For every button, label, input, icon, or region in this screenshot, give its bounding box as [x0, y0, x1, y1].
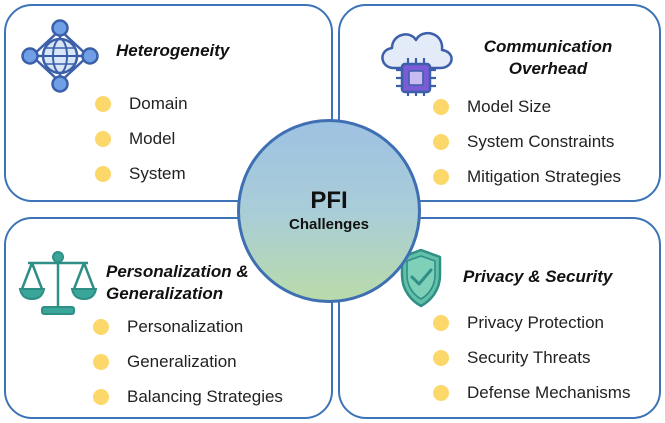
- center-subtitle: Challenges: [288, 216, 370, 233]
- bullet-dot: [93, 318, 109, 335]
- list-item: Domain: [95, 86, 188, 121]
- bullet-dot: [95, 95, 111, 112]
- list-item: Security Threats: [433, 340, 630, 375]
- personalization-panel: Personalization & Generalization Persona…: [4, 217, 333, 419]
- bullet-dot: [95, 130, 111, 147]
- shield-check-icon: [398, 247, 444, 314]
- bullet-dot: [93, 353, 109, 370]
- bullet-dot: [433, 314, 449, 331]
- balance-scale-icon: [18, 249, 98, 322]
- bullet-dot: [433, 168, 449, 185]
- personalization-title: Personalization & Generalization: [106, 262, 249, 303]
- communication-list: Model Size System Constraints Mitigation…: [433, 89, 621, 194]
- center-circle: PFI Challenges: [237, 119, 421, 303]
- list-item: System: [95, 156, 188, 191]
- privacy-list: Privacy Protection Security Threats Defe…: [433, 305, 630, 410]
- list-item: Generalization: [93, 344, 283, 379]
- bullet-dot: [93, 388, 109, 405]
- list-item: Defense Mechanisms: [433, 375, 630, 410]
- personalization-list: Personalization Generalization Balancing…: [93, 309, 283, 414]
- cloud-chip-icon: [374, 22, 458, 103]
- heterogeneity-list: Domain Model System: [95, 86, 188, 191]
- bullet-dot: [95, 165, 111, 182]
- list-item: Model: [95, 121, 188, 156]
- list-item: Model Size: [433, 89, 621, 124]
- network-globe-icon: [20, 18, 100, 99]
- privacy-title: Privacy & Security: [463, 267, 613, 286]
- bullet-dot: [433, 98, 449, 115]
- heterogeneity-panel: Heterogeneity Domain Model System: [4, 4, 333, 202]
- list-item: Mitigation Strategies: [433, 159, 621, 194]
- bullet-dot: [433, 384, 449, 401]
- list-item: Personalization: [93, 309, 283, 344]
- bullet-dot: [433, 349, 449, 366]
- list-item: Balancing Strategies: [93, 379, 283, 414]
- communication-title: Communication Overhead: [483, 37, 613, 78]
- list-item: System Constraints: [433, 124, 621, 159]
- heterogeneity-title: Heterogeneity: [116, 41, 230, 60]
- center-title: PFI: [310, 187, 348, 214]
- list-item: Privacy Protection: [433, 305, 630, 340]
- bullet-dot: [433, 133, 449, 150]
